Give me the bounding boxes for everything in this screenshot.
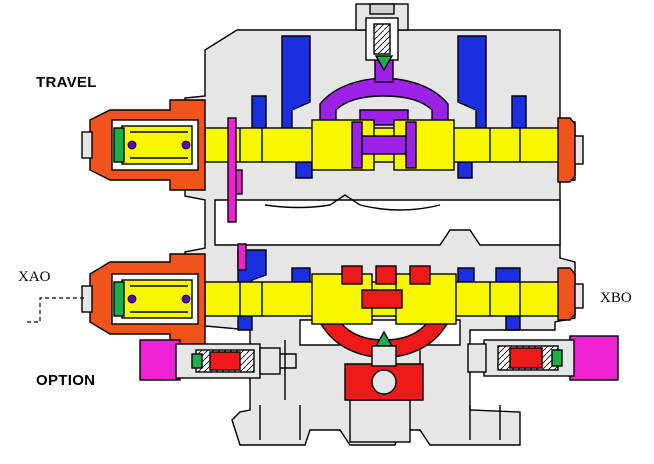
option-label: OPTION	[36, 372, 96, 389]
xao-port-label: XAO	[18, 269, 51, 285]
xao-pilot-line	[26, 297, 84, 323]
option-section	[81, 243, 619, 401]
right-relief-valve	[467, 335, 619, 381]
travel-section	[81, 17, 584, 223]
xbo-port-label: XBO	[600, 290, 632, 306]
travel-label: TRAVEL	[36, 74, 97, 91]
left-relief-valve	[139, 339, 297, 381]
